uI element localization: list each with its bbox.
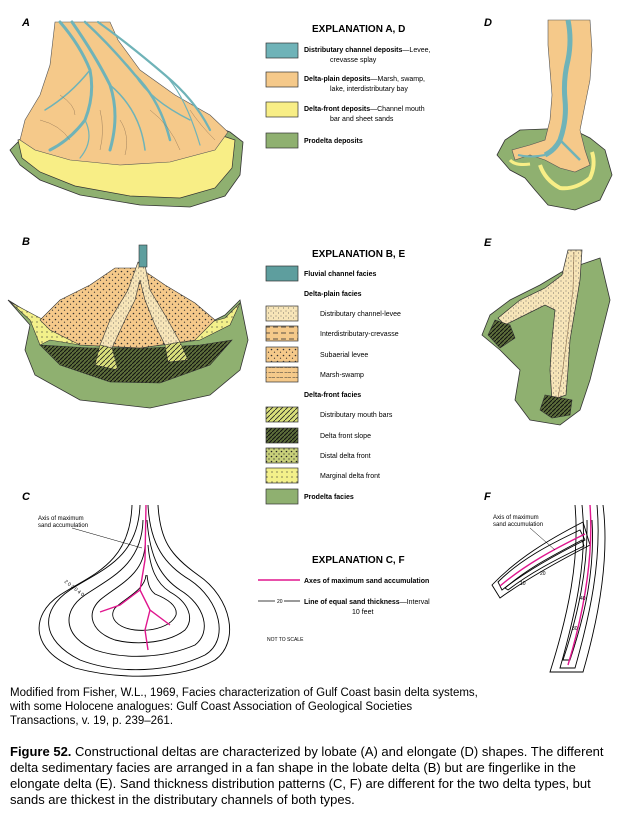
legend-swatch-marsh: [265, 366, 299, 383]
legend-prodelta: Prodelta deposits: [304, 138, 363, 145]
legend-prodelta-facies: Prodelta facies: [304, 494, 354, 501]
legend-iso: Line of equal sand thickness—Interval: [304, 599, 430, 606]
legend-front-heading: Delta-front facies: [304, 392, 361, 399]
legend-swatch-crevasse: [265, 325, 299, 342]
legend-swatch-channel-levee: [265, 305, 299, 322]
legend-swatch-delta-front: [265, 101, 299, 118]
legend-subaerial-levee: Subaerial levee: [320, 352, 368, 359]
panel-a-lobate-delta: [9, 20, 244, 208]
panel-b-lobate-facies: [7, 244, 249, 409]
f-axis-leader: [529, 527, 556, 551]
panel-label-b: B: [22, 236, 30, 248]
panel-c-lobate-isopach: Axis of maximum sand accumulation 2 0 3 …: [38, 504, 230, 677]
legend-marsh: Marsh-swamp: [320, 372, 364, 379]
panel-label-f: F: [484, 491, 491, 503]
legend-crevasse: Interdistributary-crevasse: [320, 331, 399, 338]
legend-delta-front: Delta-front deposits—Channel mouth: [304, 106, 425, 113]
legend-swatch-prodelta-facies: [265, 488, 299, 505]
c-axis-label-2: sand accumulation: [38, 523, 88, 529]
legend-swatch-subaerial-levee: [265, 346, 299, 363]
legend-swatch-fluvial: [265, 265, 299, 282]
legend-iso-line2: 10 feet: [352, 609, 373, 616]
panel-d-elongate-delta: [496, 19, 613, 211]
legend-swatch-mouth-bars: [265, 406, 299, 423]
f-axis-label-2: sand accumulation: [493, 522, 543, 528]
legend-axes: Axes of maximum sand accumulation: [304, 578, 429, 585]
panel-label-e: E: [484, 237, 492, 249]
figure-caption: Figure 52. Constructional deltas are cha…: [10, 744, 618, 808]
source-line-1: Modified from Fisher, W.L., 1969, Facies…: [10, 687, 478, 699]
f-contour-label-20: 20: [540, 571, 546, 577]
c-axis-leader: [71, 527, 143, 549]
legend-distributary-line2: crevasse splay: [330, 57, 377, 64]
f-axis-label-1: Axis of maximum: [493, 515, 539, 521]
legend-swatch-front-slope: [265, 427, 299, 444]
source-citation: Modified from Fisher, W.L., 1969, Facies…: [10, 686, 610, 728]
f-contour-label-40: 40: [580, 596, 586, 602]
panel-label-d: D: [484, 17, 492, 29]
legend-b-e: EXPLANATION B, E Fluvial channel facies …: [265, 249, 405, 505]
figure-caption-text: Constructional deltas are characterized …: [10, 744, 604, 807]
legend-c-f-title: EXPLANATION C, F: [312, 555, 405, 566]
f-contour-label-30: 30: [572, 626, 578, 632]
panel-label-c: C: [22, 491, 31, 503]
legend-swatch-marginal-front: [265, 467, 299, 484]
legend-a-d-title: EXPLANATION A, D: [312, 24, 405, 35]
legend-delta-plain: Delta-plain deposits—Marsh, swamp,: [304, 76, 425, 83]
legend-delta-front-line2: bar and sheet sands: [330, 116, 394, 123]
legend-swatch-distal-front: [265, 447, 299, 464]
source-line-2: with some Holocene analogues: Gulf Coast…: [10, 701, 413, 713]
figure-canvas: A D B E C F EXPLANATION A, D Distributar…: [7, 17, 613, 677]
legend-swatch-delta-plain: [265, 71, 299, 88]
c-axis-label-1: Axis of maximum: [38, 516, 84, 522]
legend-b-e-title: EXPLANATION B, E: [312, 249, 405, 260]
legend-distributary: Distributary channel deposits—Levee,: [304, 47, 430, 54]
legend-front-slope: Delta front slope: [320, 433, 371, 440]
f-contour-label-10: 10: [520, 581, 526, 587]
legend-plain-heading: Delta-plain facies: [304, 291, 362, 298]
panel-f-elongate-isopach: Axis of maximum sand accumulation 10 20 …: [491, 504, 606, 673]
legend-marginal-front: Marginal delta front: [320, 473, 380, 480]
source-line-3: Transactions, v. 19, p. 239–261.: [10, 715, 174, 727]
legend-fluvial: Fluvial channel facies: [304, 271, 376, 278]
not-to-scale: NOT TO SCALE: [267, 637, 304, 643]
panel-e-elongate-facies: [481, 249, 611, 426]
legend-c-f: EXPLANATION C, F Axes of maximum sand ac…: [258, 555, 430, 643]
legend-delta-plain-line2: lake, interdistributary bay: [330, 86, 408, 93]
panel-label-a: A: [21, 17, 30, 29]
legend-iso-marker: 20: [277, 599, 283, 605]
legend-distal-front: Distal delta front: [320, 453, 371, 460]
legend-swatch-prodelta: [265, 132, 299, 149]
legend-a-d: EXPLANATION A, D Distributary channel de…: [265, 24, 430, 149]
legend-swatch-distributary: [265, 42, 299, 59]
figure-caption-label: Figure 52.: [10, 744, 72, 759]
legend-mouth-bars: Distributary mouth bars: [320, 412, 393, 419]
legend-channel-levee: Distributary channel-levee: [320, 311, 401, 318]
